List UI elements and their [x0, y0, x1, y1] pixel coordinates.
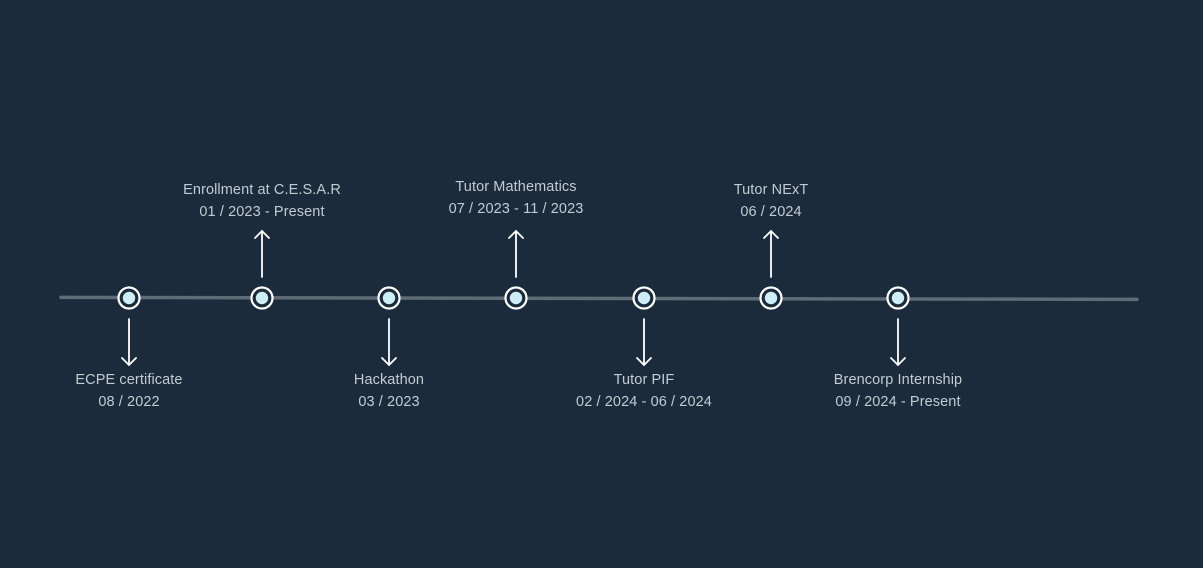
event-title: Tutor Mathematics	[455, 179, 577, 195]
event-label-brencorp-internship: Brencorp Internship 09 / 2024 - Present	[778, 370, 1018, 413]
event-label-tutor-pif: Tutor PIF 02 / 2024 - 06 / 2024	[524, 370, 764, 413]
event-marker-dot	[122, 291, 136, 305]
arrow-down-head-icon	[636, 357, 652, 366]
event-title: Tutor NExT	[733, 182, 809, 198]
event-marker-dot	[255, 291, 269, 305]
event-label-tutor-mathematics: Tutor Mathematics 07 / 2023 - 11 / 2023	[396, 177, 636, 220]
event-date: 09 / 2024 - Present	[835, 393, 961, 410]
event-label-hackathon: Hackathon 03 / 2023	[269, 370, 509, 413]
event-date: 08 / 2022	[98, 393, 160, 410]
event-title: Enrollment at C.E.S.A.R	[183, 182, 341, 198]
event-title: Brencorp Internship	[833, 372, 963, 388]
arrow-down-head-icon	[890, 357, 906, 366]
event-marker-dot	[382, 291, 396, 305]
event-title: Tutor PIF	[613, 372, 675, 388]
arrow-down-head-icon	[381, 357, 397, 366]
event-label-tutor-next: Tutor NExT 06 / 2024	[651, 180, 891, 223]
event-title: Hackathon	[353, 372, 425, 388]
event-date: 07 / 2023 - 11 / 2023	[448, 200, 584, 217]
event-label-enrollment-cesar: Enrollment at C.E.S.A.R 01 / 2023 - Pres…	[142, 180, 382, 223]
event-date: 03 / 2023	[358, 393, 420, 410]
event-date: 01 / 2023 - Present	[199, 203, 325, 220]
timeline-axis	[59, 295, 1139, 302]
event-date: 06 / 2024	[740, 203, 802, 220]
arrow-down-head-icon	[121, 357, 137, 366]
event-label-ecpe-certificate: ECPE certificate 08 / 2022	[9, 370, 249, 413]
arrow-up-head-icon	[763, 230, 779, 239]
event-marker-dot	[891, 291, 905, 305]
event-date: 02 / 2024 - 06 / 2024	[576, 393, 712, 410]
event-title: ECPE certificate	[75, 372, 183, 388]
event-marker-dot	[764, 291, 778, 305]
arrow-up-head-icon	[254, 230, 270, 239]
event-marker-dot	[637, 291, 651, 305]
arrow-up-head-icon	[508, 230, 524, 239]
event-marker-dot	[509, 291, 523, 305]
